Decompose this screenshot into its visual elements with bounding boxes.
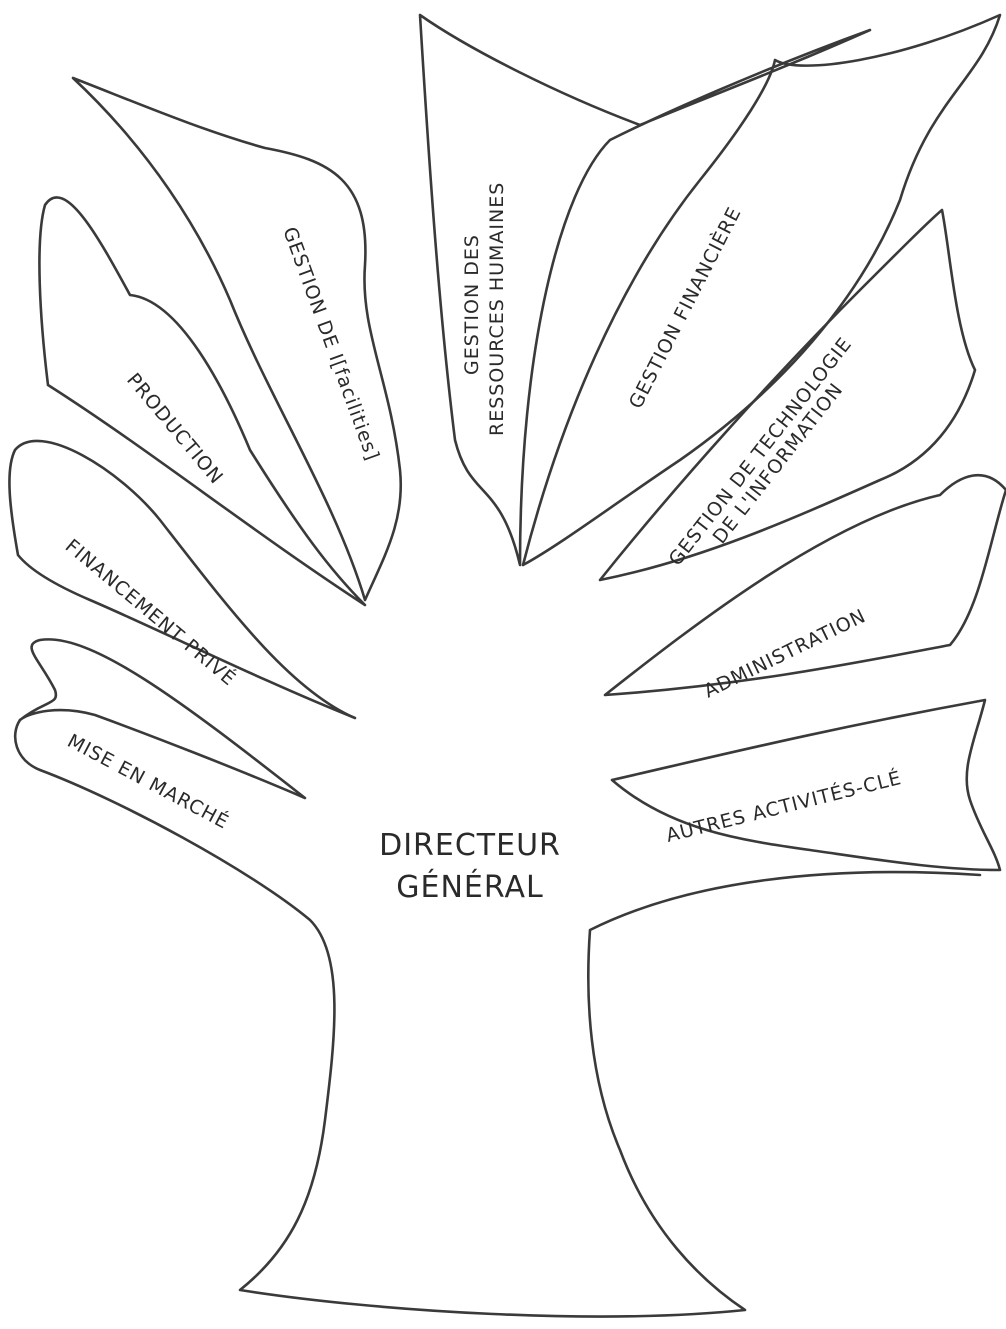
branch-administration-outline	[603, 473, 1006, 697]
label-autres-activites: AUTRES ACTIVITÉS-CLÉ	[664, 766, 904, 847]
trunk-label-line2: GÉNÉRAL	[396, 869, 543, 905]
label-rh-line1: GESTION DES	[461, 234, 483, 375]
label-financiere: GESTION FINANCIÈRE	[624, 203, 746, 412]
branch-production-outline	[38, 196, 367, 607]
label-facilities: GESTION DE I[facilities]	[278, 224, 383, 464]
label-financement-prive: FINANCEMENT PRIVÉ	[61, 534, 241, 690]
branch-autres-outline	[610, 698, 1002, 872]
branch-ti-outline	[598, 208, 977, 582]
branch-rh-outline	[418, 13, 872, 567]
trunk-label-line1: DIRECTEUR	[379, 828, 561, 863]
branch-mise-en-marche-outline	[18, 638, 307, 800]
branch-facilities-outline	[71, 76, 403, 602]
trunk-outline	[13, 718, 982, 1318]
branch-financement-prive-outline	[8, 439, 357, 720]
label-rh-line2: RESSOURCES HUMAINES	[486, 182, 508, 436]
branch-financiere-outline	[521, 13, 1002, 567]
label-administration: ADMINISTRATION	[701, 605, 870, 703]
